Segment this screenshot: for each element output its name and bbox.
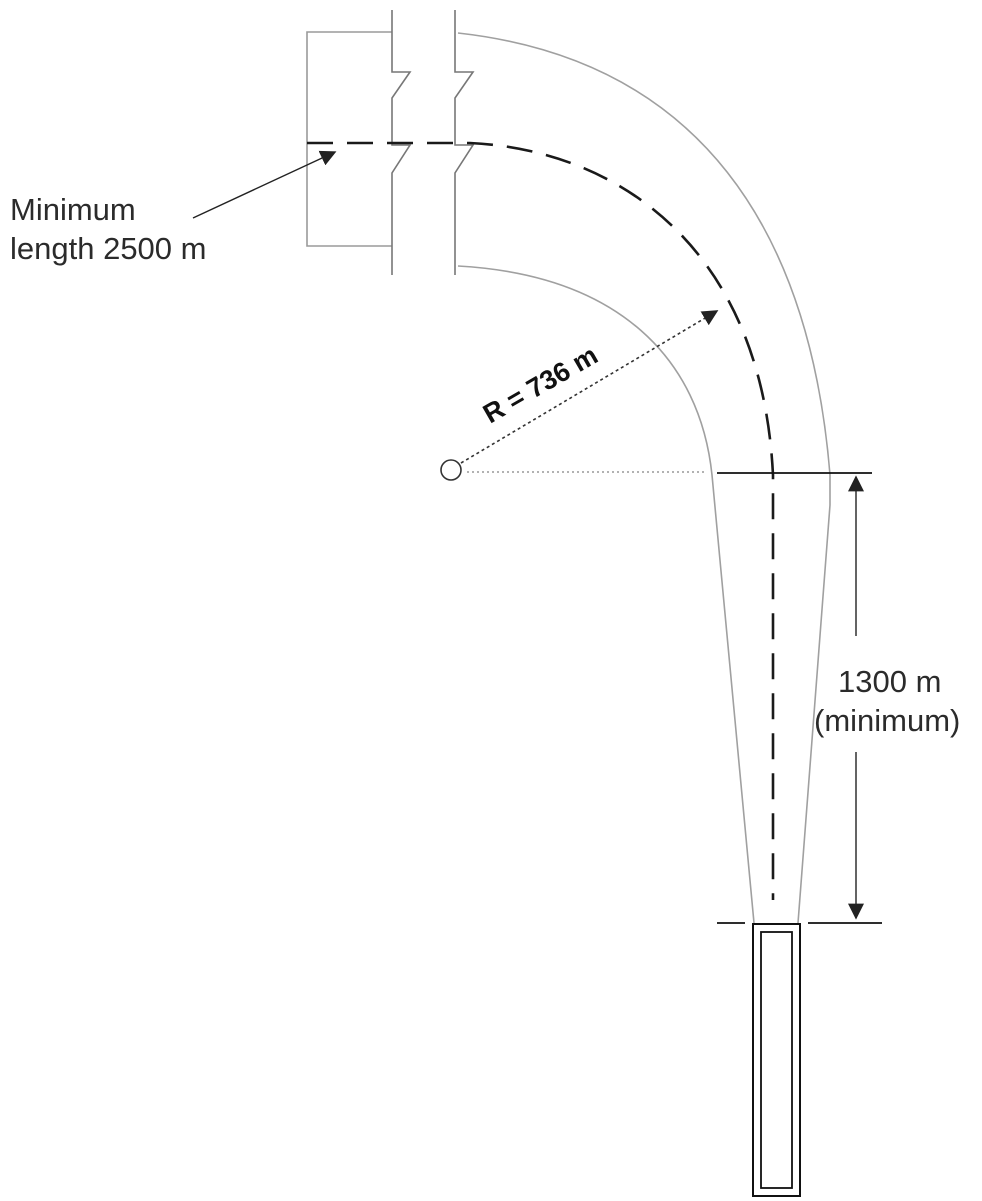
inner-edge-line bbox=[457, 265, 755, 924]
curve-center-point bbox=[440, 459, 462, 481]
runway-inner bbox=[760, 931, 793, 1189]
min-length-arrow bbox=[192, 150, 337, 219]
break-line-right bbox=[454, 10, 475, 275]
break-bracket bbox=[306, 31, 392, 247]
radius-arrow bbox=[460, 310, 719, 464]
straight-length-label-line1: 1300 m bbox=[838, 664, 941, 699]
break-line-left bbox=[391, 10, 412, 275]
min-length-label-line1: Minimum bbox=[10, 192, 136, 227]
runway-outer bbox=[752, 923, 801, 1197]
centerline-dashed bbox=[307, 141, 775, 900]
outer-edge-line bbox=[457, 32, 831, 924]
straight-length-label-line2: (minimum) bbox=[814, 703, 960, 738]
min-length-label-line2: length 2500 m bbox=[10, 231, 206, 266]
